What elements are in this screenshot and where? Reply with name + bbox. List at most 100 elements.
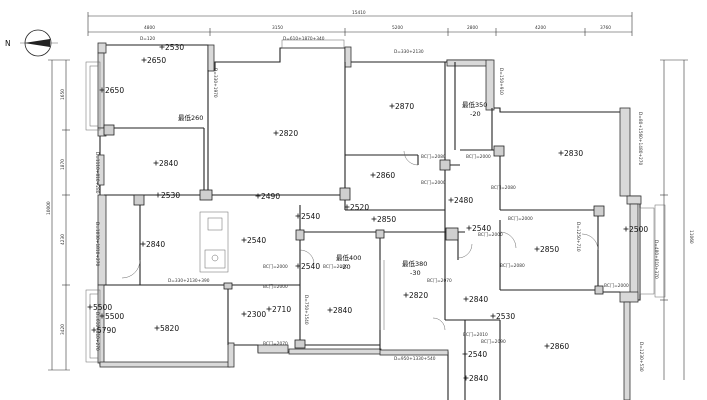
height-value: 2710 — [272, 305, 291, 314]
right-total-dim: 11060 — [688, 230, 694, 244]
kitchen-fixtures — [199, 211, 229, 273]
height-value: 5500 — [105, 312, 124, 321]
bc-label: BC门=2080 — [500, 262, 525, 269]
height-value: 2840 — [333, 306, 352, 315]
height-marker: 2490 — [255, 192, 280, 201]
bc-label: BC门=2070 — [427, 277, 452, 284]
height-value: 2820 — [409, 291, 428, 300]
height-marker: 2820 — [273, 129, 298, 138]
north-arrow: N — [5, 29, 58, 57]
opening-d6: D=80+1560+1480+270 — [637, 112, 643, 166]
left-dim-1: 1650 — [60, 89, 66, 100]
height-value: 2860 — [550, 342, 569, 351]
top-dim-4: 2800 — [467, 25, 478, 31]
height-marker: 2540 — [295, 212, 320, 221]
top-dim-1: 4800 — [144, 25, 155, 31]
height-value: 2870 — [395, 102, 414, 111]
height-value: 2500 — [629, 225, 648, 234]
bc-label: BC门=2000 — [478, 231, 503, 238]
height-value: 2300 — [247, 310, 266, 319]
height-marker: 2710 — [266, 305, 291, 314]
height-marker: 2480 — [448, 196, 473, 205]
bc-label: BC门=2080 — [421, 153, 446, 160]
height-value: 2540 — [247, 236, 266, 245]
ceiling-note-3-offset: -20 — [340, 263, 351, 271]
height-marker: 2530 — [155, 191, 180, 200]
top-dim-2: 3150 — [272, 25, 283, 31]
left-dim-4: 3420 — [60, 324, 66, 335]
height-marker: 2530 — [159, 43, 184, 52]
height-marker: 2840 — [140, 240, 165, 249]
height-value: 2860 — [376, 171, 395, 180]
opening-d3: D=330+2130 — [394, 49, 424, 55]
height-value: 2840 — [159, 159, 178, 168]
height-value: 2530 — [496, 312, 515, 321]
height-marker: 5790 — [91, 326, 116, 335]
bc-label: BC门=2000 — [263, 283, 288, 290]
balcony-frames — [85, 39, 666, 363]
height-value: 2830 — [564, 149, 583, 158]
bc-label: BC门=2090 — [481, 338, 506, 345]
opening-labels: D=120 D=610+1870+340 D=330+2130 D=150+91… — [94, 36, 659, 372]
ceiling-note-4-offset: -30 — [410, 269, 421, 277]
height-value: 5820 — [160, 324, 179, 333]
height-value: 2840 — [146, 240, 165, 249]
height-value: 2820 — [279, 129, 298, 138]
height-marker: 2540 — [466, 224, 491, 233]
opening-d9: D=1030+1810+270 — [94, 222, 100, 266]
bc-label: BC门=2010 — [463, 331, 488, 338]
height-marker: 2820 — [403, 291, 428, 300]
top-dim-6: 3760 — [600, 25, 611, 31]
height-value: 2530 — [161, 191, 180, 200]
ceiling-note-4: 最低380 — [402, 259, 427, 268]
height-value: 5500 — [93, 303, 112, 312]
opening-d4: D=150+910 — [498, 68, 504, 95]
opening-d2: D=610+1870+340 — [283, 36, 325, 42]
height-marker: 2530 — [490, 312, 515, 321]
left-total-dim: 10000 — [46, 201, 52, 215]
height-marker: 2540 — [241, 236, 266, 245]
height-marker: 2870 — [389, 102, 414, 111]
ceiling-note-2-offset: -20 — [470, 110, 481, 118]
height-marker: 2500 — [623, 225, 648, 234]
top-dim-3: 5200 — [392, 25, 403, 31]
height-marker: 2850 — [371, 215, 396, 224]
bc-label: BC门=2080 — [323, 263, 348, 270]
bc-label: BC门=2000 — [421, 179, 446, 186]
bc-label: BC门=2070 — [263, 340, 288, 347]
opening-d8: D=330+2130+390 — [168, 278, 210, 284]
opening-d1: D=120 — [140, 36, 155, 42]
height-marker: 2840 — [463, 295, 488, 304]
top-dimension-chain: 15410 4800 3150 5200 2800 4200 3760 — [87, 10, 633, 36]
opening-d12: D=1230+530 — [638, 342, 644, 372]
height-value: 2850 — [540, 245, 559, 254]
height-marker: 2830 — [558, 149, 583, 158]
ceiling-note-3: 最低400 — [336, 253, 361, 262]
height-value: 2540 — [468, 350, 487, 359]
height-value: 5790 — [97, 326, 116, 335]
height-marker: 5500 — [87, 303, 112, 312]
height-marker: 2540 — [295, 262, 320, 271]
height-marker: 2840 — [327, 306, 352, 315]
height-marker: 2860 — [544, 342, 569, 351]
height-marker: 2840 — [463, 374, 488, 383]
left-dim-2: 1870 — [60, 159, 66, 170]
height-value: 2490 — [261, 192, 280, 201]
height-marker: 2650 — [99, 86, 124, 95]
bc-label: BC门=2000 — [466, 153, 491, 160]
opening-d5: D=330+1970 — [212, 68, 218, 98]
bc-label: BC门=2080 — [491, 184, 516, 191]
height-value: 2540 — [301, 212, 320, 221]
ceiling-note-2: 最低350 — [462, 100, 487, 109]
height-marker: 2850 — [534, 245, 559, 254]
height-value: 2520 — [350, 203, 369, 212]
top-total-dim: 15410 — [352, 10, 366, 16]
opening-d15: D=480+810+370 — [653, 240, 659, 279]
bc-label: BC门=2000 — [508, 215, 533, 222]
opening-d13: D=950+1330+540 — [394, 356, 436, 362]
height-value: 2540 — [301, 262, 320, 271]
height-marker: 2860 — [370, 171, 395, 180]
ceiling-notes: 最低260 最低350 -20 最低400 -20 最低380 -30 — [178, 100, 487, 277]
